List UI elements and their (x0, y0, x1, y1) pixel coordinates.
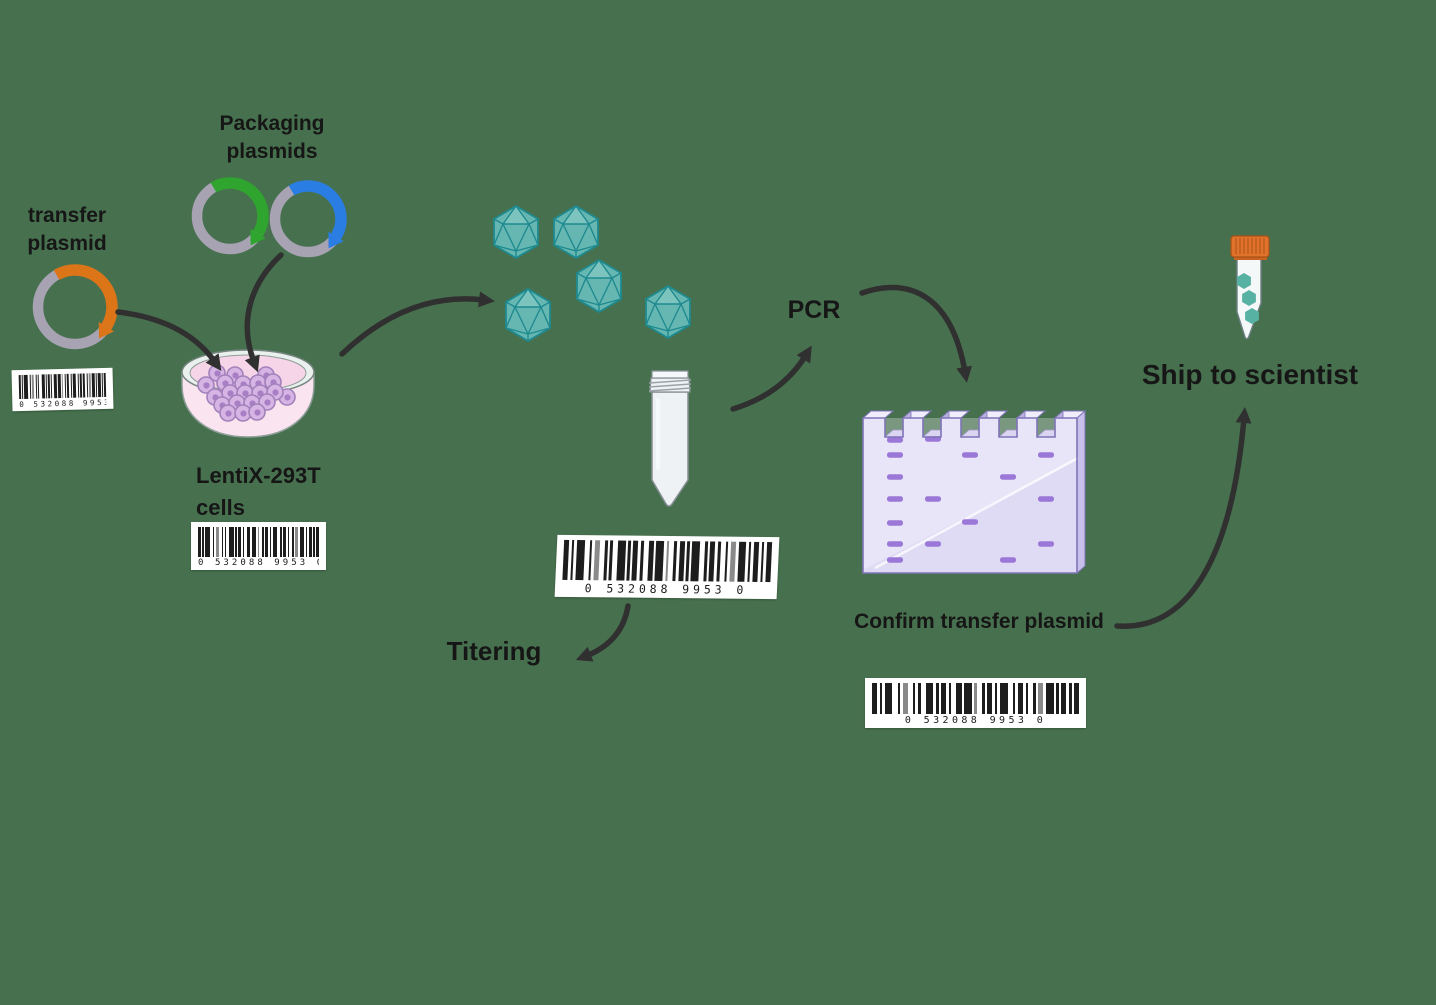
titering-label: Titering (446, 636, 542, 666)
barcode-digits: 0 532088 9953 0 (584, 581, 748, 597)
barcode-digits: 0 532088 9953 0 (198, 558, 319, 568)
arrow-tube-to-pcr (730, 345, 812, 412)
barcode-transfer-plasmid: 0 532088 9953 0 (11, 367, 114, 412)
packaging-plasmid-green (191, 177, 269, 255)
plasmids (32, 177, 347, 350)
arrow-confirm-to-ship (1114, 407, 1252, 629)
lentivirus-icon (645, 285, 691, 339)
barcode-digits: 0 532088 9953 0 (904, 715, 1047, 726)
gel-bands (887, 436, 1054, 563)
transfer-plasmid-ring (32, 264, 118, 350)
pcr-label: PCR (787, 296, 841, 324)
flow-arrows (115, 252, 1252, 662)
lentivirus-icon (493, 205, 539, 259)
shipping-vial (1230, 235, 1270, 340)
barcode-digits: 0 532088 9953 0 (19, 397, 107, 410)
barcode-confirm-plasmid: 0 532088 9953 0 (865, 678, 1086, 728)
arrow-pcr-to-gel (859, 284, 973, 383)
transfer-plasmid-label: transfer plasmid (27, 204, 107, 255)
lentivirus-icon (505, 288, 551, 342)
lentix-cells-label: LentiX-293T cells (196, 463, 321, 520)
arrow-dish-to-virus (339, 291, 495, 357)
lentivirus-icon (553, 205, 599, 259)
barcode-lentix-cells: 0 532088 9953 0 (191, 522, 326, 570)
barcode-bars (198, 527, 320, 557)
vial-virus-hexagons (1237, 273, 1259, 324)
arrow-packaging-to-dish (244, 252, 284, 373)
gel-electrophoresis (861, 409, 1087, 575)
lentix-cells-cluster (197, 364, 296, 422)
barcode-bars (562, 539, 773, 583)
packaging-plasmid-blue (269, 180, 347, 258)
arrow-barcode-to-titering (575, 603, 631, 662)
conical-tube (648, 370, 692, 507)
confirm-transfer-label: Confirm transfer plasmid (854, 610, 1104, 633)
lentivirus-icon (576, 259, 622, 313)
ship-to-scientist-label: Ship to scientist (1141, 359, 1359, 390)
barcode-bars (872, 683, 1080, 714)
barcode-bars (18, 372, 107, 400)
arrow-transfer-to-dish (115, 309, 222, 371)
virus-particles (493, 205, 691, 342)
packaging-plasmids-label: Packaging plasmids (219, 112, 325, 163)
petri-dish (181, 349, 315, 438)
barcode-virus-tube: 0 532088 9953 0 (554, 534, 780, 600)
